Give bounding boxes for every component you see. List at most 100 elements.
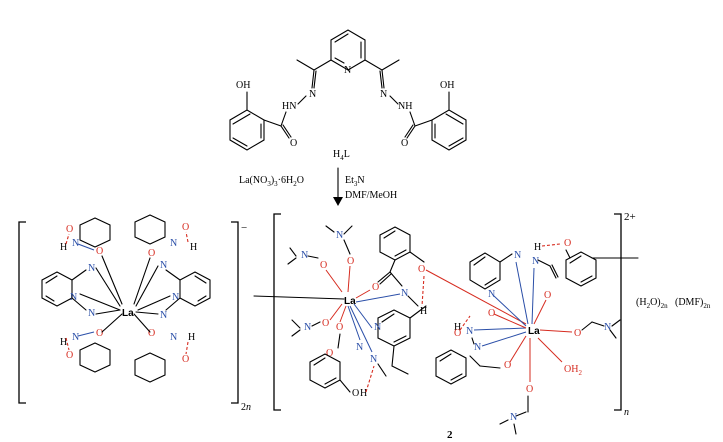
right-la-center-2: La bbox=[528, 326, 540, 337]
svg-text:O: O bbox=[488, 308, 495, 319]
right-oh: OH bbox=[440, 80, 454, 91]
svg-text:N: N bbox=[532, 256, 539, 267]
svg-text:H: H bbox=[454, 322, 461, 333]
left-complex-charge: − bbox=[241, 222, 247, 234]
left-n-down: N bbox=[88, 308, 95, 319]
right-phenol-ring-top bbox=[379, 226, 411, 261]
right-complex: 2+ n La N O N O N O bbox=[253, 211, 639, 435]
left-co-down: O bbox=[96, 328, 103, 339]
right-pyridine-2 bbox=[469, 252, 501, 290]
left-la-center: La bbox=[122, 308, 134, 319]
right-nh: NH bbox=[398, 101, 412, 112]
left-n-down2: N bbox=[72, 332, 79, 343]
water-ligand: OH2 bbox=[537, 337, 582, 377]
dmf-ligand-5: O N bbox=[499, 338, 533, 435]
dmf-ligand-4: O N bbox=[539, 319, 621, 339]
svg-text:H: H bbox=[420, 306, 427, 317]
right-co-down: O bbox=[148, 328, 155, 339]
base-reagent: Et3N bbox=[345, 175, 365, 188]
left-o-up: O bbox=[66, 224, 73, 235]
left-o-down: O bbox=[66, 350, 73, 361]
left-complex-repeat: 2n bbox=[241, 402, 251, 413]
lanthanum-salt-reagent: La(NO3)3·6H2O bbox=[239, 175, 304, 188]
right-phenol-ring-la2-bottom bbox=[435, 349, 467, 385]
dmf-ligand-2: N O bbox=[325, 225, 354, 293]
svg-text:H: H bbox=[360, 388, 367, 399]
left-complex: − 2n La N N N N N H H O O O O N N bbox=[18, 214, 251, 413]
svg-text:N: N bbox=[604, 322, 611, 333]
left-oh: OH bbox=[236, 80, 250, 91]
svg-text:N: N bbox=[488, 289, 495, 300]
svg-text:O: O bbox=[504, 360, 511, 371]
solvent-label: DMF/MeOH bbox=[345, 190, 397, 201]
right-pyridine-n: N bbox=[172, 292, 179, 303]
svg-text:O: O bbox=[454, 328, 461, 339]
right-complex-repeat: n bbox=[624, 407, 629, 418]
left-carbonyl-o: O bbox=[290, 138, 297, 149]
right-co-up: O bbox=[148, 248, 155, 259]
svg-text:O: O bbox=[326, 348, 333, 359]
left-hn: HN bbox=[282, 101, 296, 112]
compound-number: 2 bbox=[447, 429, 453, 441]
svg-text:N: N bbox=[356, 342, 363, 353]
svg-text:N: N bbox=[370, 354, 377, 365]
dmf-ligand-3: N O bbox=[291, 303, 343, 337]
pyridine-n: N bbox=[344, 65, 351, 76]
right-n-up2: N bbox=[170, 238, 177, 249]
svg-text:N: N bbox=[466, 326, 473, 337]
ligand-name: H4L bbox=[333, 149, 350, 162]
svg-text:O: O bbox=[322, 318, 329, 329]
right-phenol-ring-la2 bbox=[565, 251, 597, 287]
svg-text:N: N bbox=[336, 230, 343, 241]
water-solvate: (H2O)2n bbox=[636, 297, 668, 310]
left-complex-open-bracket bbox=[18, 221, 26, 404]
svg-text:O: O bbox=[336, 322, 343, 333]
aqua-label: OH2 bbox=[564, 364, 582, 377]
right-complex-close-bracket bbox=[614, 213, 622, 411]
svg-text:H: H bbox=[534, 242, 541, 253]
dmf-solvate: (DMF)2n bbox=[675, 297, 711, 310]
svg-text:N: N bbox=[304, 322, 311, 333]
right-h-up: H bbox=[190, 242, 197, 253]
right-o-up: O bbox=[182, 222, 189, 233]
svg-text:O: O bbox=[352, 388, 359, 399]
svg-text:O: O bbox=[544, 290, 551, 301]
right-o-down: O bbox=[182, 354, 189, 365]
svg-text:N: N bbox=[510, 412, 517, 423]
left-co-up: O bbox=[96, 246, 103, 257]
left-n-up2: N bbox=[72, 238, 79, 249]
ligand-structure: N N HN O OH N NH O bbox=[229, 29, 467, 151]
svg-text:N: N bbox=[301, 250, 308, 261]
left-complex-close-bracket bbox=[231, 221, 239, 404]
svg-text:O: O bbox=[574, 328, 581, 339]
left-h-down: H bbox=[60, 337, 67, 348]
left-pyridine-n: N bbox=[70, 292, 77, 303]
right-complex-charge: 2+ bbox=[624, 211, 636, 223]
right-complex-open-bracket bbox=[273, 213, 281, 411]
reaction-arrowhead bbox=[333, 197, 343, 206]
right-n-down2: N bbox=[170, 332, 177, 343]
svg-text:O: O bbox=[418, 264, 425, 275]
right-h-down: H bbox=[188, 332, 195, 343]
svg-text:N: N bbox=[401, 288, 408, 299]
right-phenol-ring-bottom bbox=[309, 353, 341, 389]
right-carbonyl-o: O bbox=[401, 138, 408, 149]
svg-text:O: O bbox=[564, 238, 571, 249]
left-n-up: N bbox=[88, 263, 95, 274]
svg-text:N: N bbox=[514, 250, 521, 261]
left-h-up: H bbox=[60, 242, 67, 253]
dmf-ligand-1: N O bbox=[287, 247, 343, 293]
left-imine-n: N bbox=[309, 89, 316, 100]
svg-text:O: O bbox=[526, 384, 533, 395]
svg-text:N: N bbox=[474, 342, 481, 353]
right-pyridine-1 bbox=[377, 309, 411, 347]
svg-text:N: N bbox=[374, 322, 381, 333]
right-imine-n: N bbox=[380, 89, 387, 100]
svg-text:O: O bbox=[347, 256, 354, 267]
svg-text:O: O bbox=[320, 260, 327, 271]
svg-text:O: O bbox=[372, 282, 379, 293]
right-n-down: N bbox=[160, 310, 167, 321]
right-n-up: N bbox=[160, 260, 167, 271]
polymer-link-left bbox=[253, 295, 345, 300]
